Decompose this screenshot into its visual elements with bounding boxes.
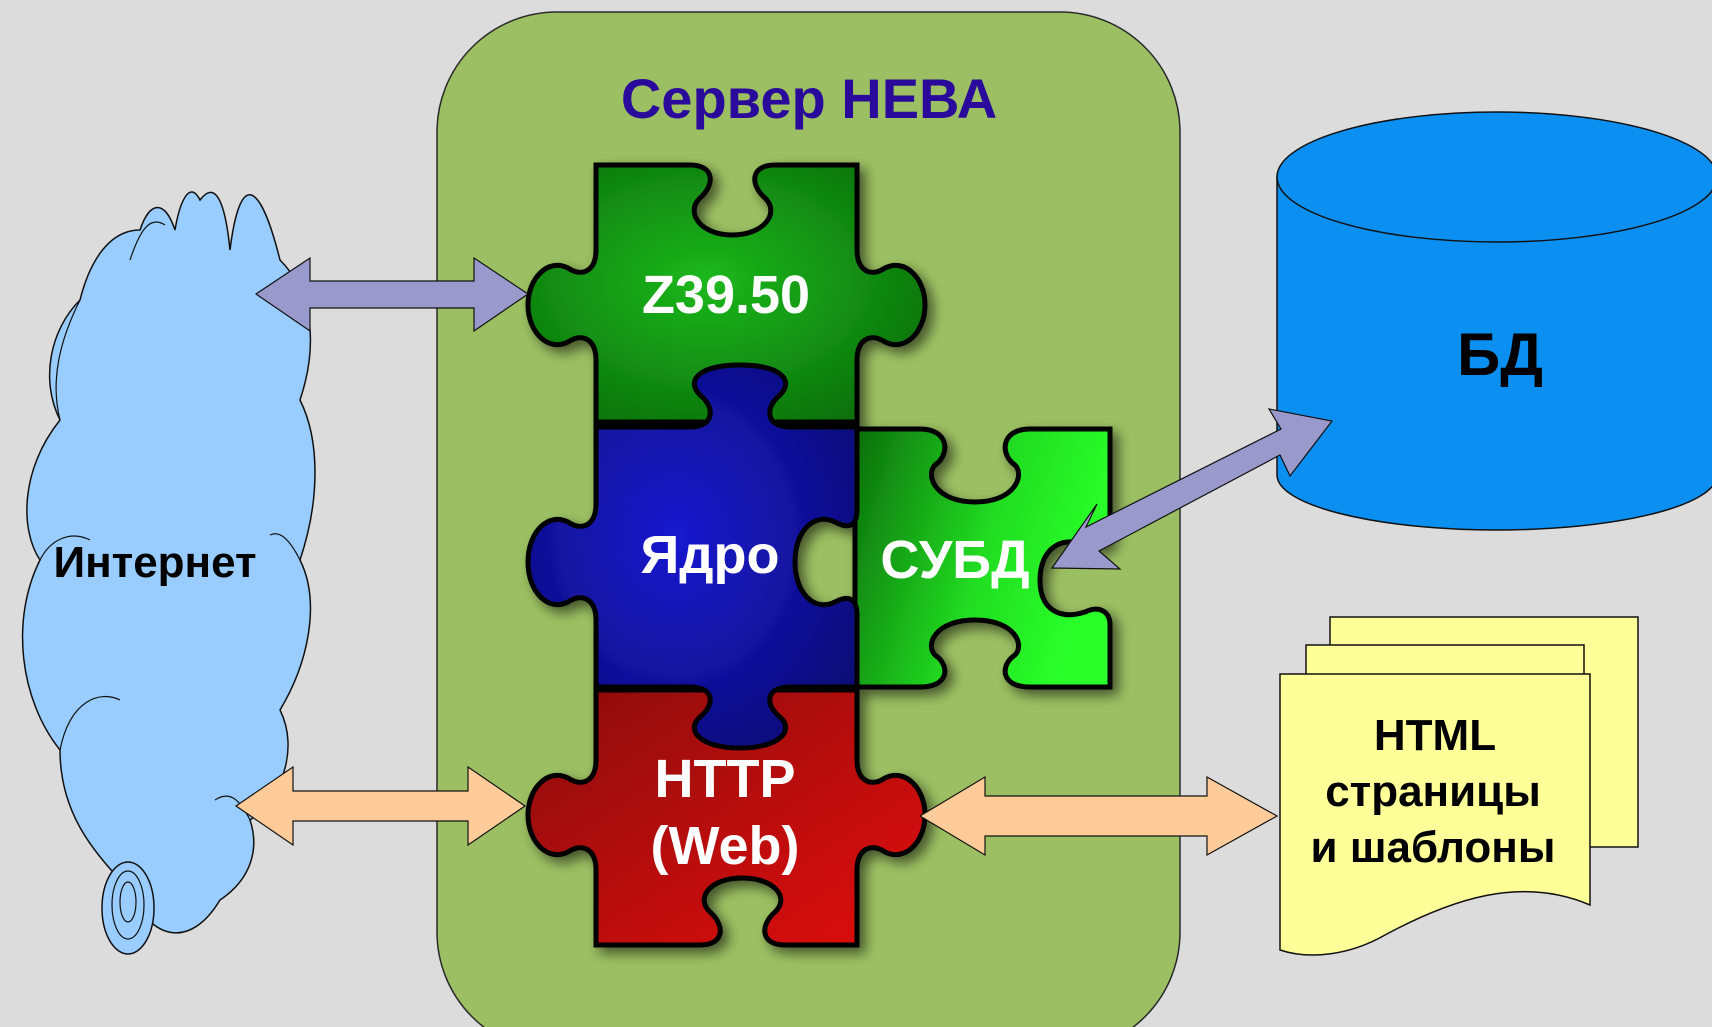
http-label-line2: (Web)	[651, 816, 800, 876]
z3950-puzzle-piece	[525, 162, 928, 425]
dbms-database-arrow	[1050, 408, 1334, 570]
dbms-label: СУБД	[880, 530, 1029, 590]
core-label: Ядро	[640, 525, 779, 585]
core-puzzle-piece	[525, 362, 860, 751]
database-cylinder	[1276, 111, 1712, 531]
z3950-label: Z39.50	[642, 265, 810, 325]
database-label: БД	[1457, 321, 1543, 388]
documents-label-line3: и шаблоны	[1311, 823, 1556, 872]
internet-http-arrow	[234, 765, 527, 847]
server-title: Сервер НЕВА	[621, 67, 997, 130]
http-label-line1: HTTP	[655, 749, 796, 809]
documents-label-line1: HTML	[1374, 711, 1496, 760]
dbms-puzzle-piece	[852, 426, 1113, 690]
internet-z3950-arrow	[254, 256, 530, 333]
internet-cloud	[21, 191, 316, 955]
internet-label: Интернет	[53, 538, 256, 587]
documents-label-line2: страницы	[1325, 767, 1541, 816]
document-stack	[1279, 616, 1639, 956]
http-documents-arrow	[918, 775, 1279, 857]
